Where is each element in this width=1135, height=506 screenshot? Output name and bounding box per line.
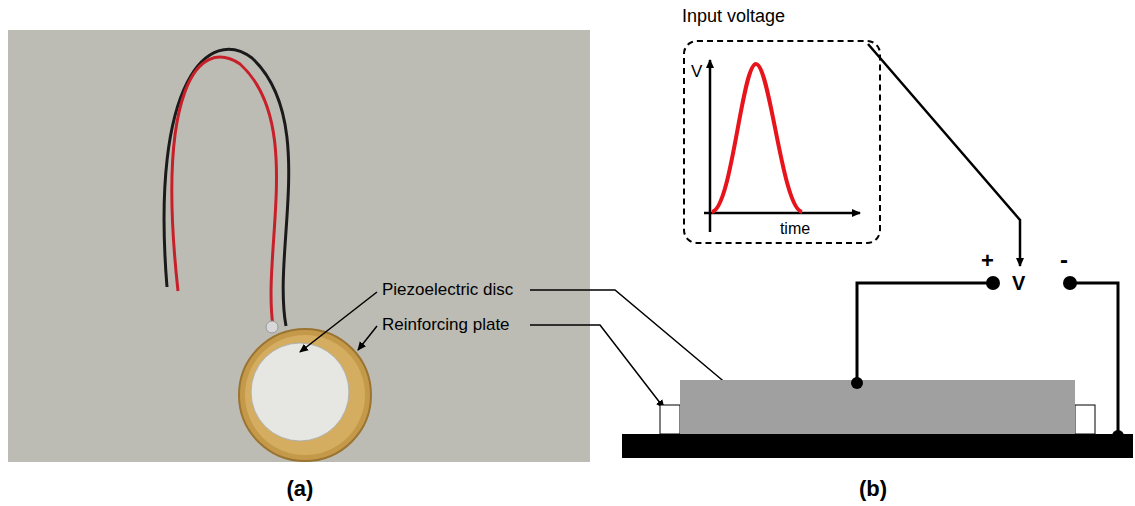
leader-line: [300, 292, 377, 352]
red-wire: [172, 57, 277, 326]
terminal-dot: [986, 276, 1000, 290]
base-plate: [622, 434, 1133, 458]
leader-line: [530, 290, 740, 395]
part-name: Piezoelectric disc: [382, 280, 513, 300]
reinforcing-plate: [1075, 405, 1095, 434]
part-name: Reinforcing plate: [382, 315, 510, 335]
panel-label: (b): [859, 476, 887, 501]
piezo-disc-section: [680, 380, 1075, 434]
black-wire: [164, 49, 289, 326]
terminal-sign: -: [1060, 246, 1068, 274]
axis-label: V: [691, 62, 702, 82]
terminal-dot: [1112, 430, 1124, 442]
brass-plate-inner: [245, 335, 365, 455]
terminal-dot: [1063, 276, 1077, 290]
axis-label: time: [780, 220, 810, 238]
wire: [1070, 283, 1118, 436]
box-heading: Input voltage: [682, 6, 785, 27]
terminal-dot: [851, 377, 863, 389]
photo-background: [8, 30, 590, 462]
leader-line: [358, 326, 377, 350]
panel-label: (a): [287, 476, 314, 501]
pulse-curve: [712, 64, 802, 212]
piezo-ceramic: [251, 343, 349, 441]
wire: [857, 283, 992, 383]
dashed-box: Vtime: [683, 40, 881, 244]
leader-line: [530, 325, 664, 408]
reinforcing-plate: [660, 405, 680, 434]
solder-point: [266, 321, 278, 333]
signal-arrow: [868, 44, 1020, 266]
axis: [704, 212, 860, 215]
voltage-source: V: [1012, 272, 1025, 295]
axis: [709, 60, 712, 232]
terminal-sign: +: [981, 248, 994, 273]
